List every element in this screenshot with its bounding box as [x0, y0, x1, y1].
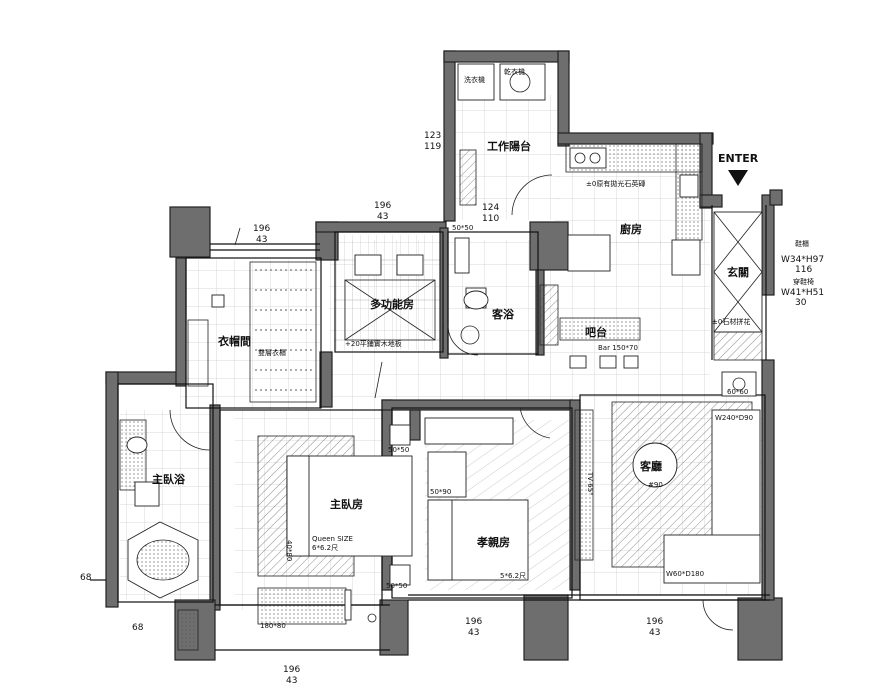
- foyer-floor-note: ±0石材拼花: [712, 317, 750, 326]
- master-rug-note: 180*80: [260, 622, 286, 630]
- round-table-note: #90: [648, 481, 663, 489]
- room-elder: 孝親房: [476, 535, 510, 549]
- washer-note: 洗衣機: [464, 75, 485, 84]
- room-foyer: 玄關: [727, 265, 749, 279]
- dim-win5-width: 196: [646, 617, 663, 627]
- elder-size-note: 5*6.2尺: [500, 572, 526, 580]
- side-table-note: 60*60: [727, 388, 748, 396]
- cabinet-top-size: W34*H97: [781, 255, 824, 265]
- room-master-bath: 主臥浴: [152, 472, 186, 486]
- cabinet-bottom-depth: 30: [795, 298, 807, 308]
- dim-win1-width: 196: [253, 224, 270, 234]
- cabinet-bottom-title: 穿鞋椅: [793, 277, 814, 286]
- doors: [169, 174, 734, 631]
- elder-desk-note: 50*90: [430, 488, 451, 496]
- room-living: 客廳: [639, 459, 662, 473]
- kitchen-counters: [565, 143, 703, 276]
- cabinet-top-title: 鞋櫃: [795, 239, 809, 248]
- bar-size-note: Bar 150*70: [598, 344, 638, 352]
- nightstand-bottom-note: 50*50: [386, 582, 407, 590]
- dim-68-bottom: 68: [132, 623, 144, 633]
- dim-win1-height: 43: [256, 235, 267, 245]
- guest-bath-fixtures: [454, 237, 559, 346]
- guest-bath-size-note: 50*50: [452, 224, 473, 232]
- dim-win2-width: 196: [374, 201, 391, 211]
- room-kitchen: 廚房: [620, 222, 642, 236]
- room-closet: 衣帽間: [218, 334, 251, 348]
- elder-bed: [424, 417, 529, 581]
- dim-win3-height: 43: [286, 676, 297, 686]
- dim-119: 119: [424, 142, 441, 152]
- room-bar: 吧台: [585, 325, 607, 339]
- dryer-note: 乾衣機: [504, 67, 525, 76]
- closet-racks: [187, 261, 317, 403]
- chaise-size-note: W60*D180: [666, 570, 704, 578]
- cabinet-top-depth: 116: [795, 265, 812, 275]
- nightstand-top-note: 50*50: [388, 446, 409, 454]
- master-bath-fixtures: [119, 419, 199, 651]
- room-guest-bath: 客浴: [491, 307, 515, 321]
- sofa-size-note: W240*D90: [715, 414, 753, 422]
- dim-win5-height: 43: [649, 628, 660, 638]
- dim-win4-height: 43: [468, 628, 479, 638]
- living-furniture: [574, 371, 761, 584]
- multi-furniture: [344, 254, 436, 341]
- double-wardrobe-note: 雙層衣櫃: [258, 348, 286, 357]
- enter-label: ENTER: [718, 152, 759, 165]
- dim-68-left: 68: [80, 573, 92, 583]
- tv-note: TV 65": [586, 471, 594, 495]
- foyer-inlay: [713, 211, 763, 361]
- washer-dryer: [457, 63, 546, 206]
- room-work-balcony: 工作陽台: [487, 139, 531, 153]
- master-bed: [257, 424, 413, 625]
- floor-multi: [335, 235, 440, 350]
- master-size-note: 6*6.2尺: [312, 544, 338, 552]
- cabinet-bottom-size: W41*H51: [781, 288, 824, 298]
- dim-124: 124: [482, 203, 499, 213]
- room-master-bedroom: 主臥房: [330, 497, 363, 511]
- enter-arrow: [728, 170, 748, 186]
- room-multi: 多功能房: [370, 297, 414, 311]
- dim-110: 110: [482, 214, 499, 224]
- dim-win3-width: 196: [283, 665, 300, 675]
- bar-counter: [559, 317, 641, 369]
- queen-note: Queen SIZE: [312, 535, 353, 543]
- master-bench-note: 40*80: [285, 540, 293, 561]
- dim-123: 123: [424, 131, 441, 141]
- dim-win2-height: 43: [377, 212, 388, 222]
- dim-win4-width: 196: [465, 617, 482, 627]
- multi-floor-note: +20平鋪實木地板: [345, 339, 402, 348]
- kitchen-floor-note: ±0原有拋光石英磚: [586, 179, 645, 188]
